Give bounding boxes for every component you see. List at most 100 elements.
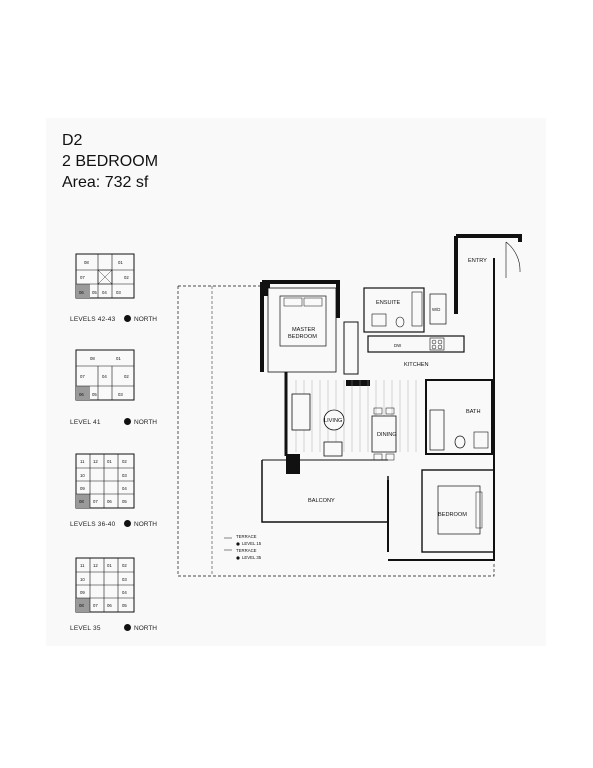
unit-num: 08: [79, 603, 84, 608]
unit-name: D2: [62, 132, 83, 149]
highlight-unit-08: [76, 598, 90, 612]
unit-num: 10: [80, 473, 85, 478]
highlight-unit-08: [76, 494, 90, 508]
terrace-marker-icon: [236, 556, 240, 560]
unit-num: 04: [102, 374, 107, 379]
balcony-outline: [261, 460, 389, 523]
unit-num: 11: [80, 459, 85, 464]
kitchen-counter: [367, 335, 465, 353]
cooktop: [429, 337, 445, 351]
east-wall: [388, 258, 495, 561]
dining-table: [371, 415, 397, 453]
unit-num: 02: [122, 563, 127, 568]
terrace-marker-icon: [236, 542, 240, 546]
bedroom: [421, 469, 495, 553]
column: [286, 454, 300, 474]
armchair: [323, 441, 343, 457]
floor-plan: MASTER BEDROOM ENSUITE W/D DW KITCHEN LI…: [177, 234, 522, 577]
unit-num: 03: [122, 473, 127, 478]
unit-num: 06: [79, 392, 84, 397]
north-indicator: NORTH: [124, 315, 157, 323]
unit-num: 01: [118, 260, 123, 265]
unit-num: 06: [107, 499, 112, 504]
unit-num: 07: [80, 374, 85, 379]
unit-num: 02: [122, 459, 127, 464]
unit-type: 2 BEDROOM: [62, 153, 159, 170]
room-label-balcony: BALCONY: [308, 498, 335, 504]
dw-label: DW: [394, 343, 402, 348]
room-label-bath: BATH: [466, 409, 481, 415]
kitchen-island: [346, 380, 370, 386]
unit-num: 04: [122, 486, 127, 491]
room-label-master: MASTER: [292, 327, 315, 333]
entry-wall: [454, 234, 522, 314]
unit-num: 02: [124, 374, 129, 379]
unit-num: 12: [93, 563, 98, 568]
key-plan-caption: LEVELS 42-43: [70, 316, 116, 323]
unit-num: 12: [93, 459, 98, 464]
room-label-bedroom-2: BEDROOM: [438, 512, 467, 518]
key-plan-diagram: 11 12 01 02 10 03 09 04 08 07 06 05: [75, 557, 135, 613]
key-plan-levels-42-43: 08 01 07 02 06 05 04 03: [60, 248, 150, 308]
master-bed: [279, 295, 327, 347]
key-plan-caption: LEVELS 36-40: [70, 521, 116, 528]
unit-num: 08: [84, 260, 89, 265]
unit-num: 05: [122, 499, 127, 504]
key-plan-levels-36-40: 11 12 01 02 10 03 09 04 08 07 06 05: [60, 448, 150, 516]
key-plan-diagram: 08 01 07 02 04 06 05 03: [75, 349, 135, 401]
unit-num: 10: [80, 577, 85, 582]
unit-num: 07: [93, 499, 98, 504]
key-plan-diagram: 11 12 01 02 10 03 09 04 08 07 06 05: [75, 453, 135, 509]
terrace-note-title: TERRACE: [236, 548, 257, 553]
north-indicator: NORTH: [124, 624, 157, 632]
ensuite: [363, 287, 425, 333]
key-plan-level-35: 11 12 01 02 10 03 09 04 08 07 06 05: [60, 552, 150, 620]
unit-num: 04: [102, 290, 107, 295]
unit-num: 03: [116, 290, 121, 295]
room-label-entry: ENTRY: [468, 258, 487, 264]
terrace-note-level: LEVEL 15: [242, 541, 262, 546]
room-label-kitchen: KITCHEN: [404, 362, 429, 368]
unit-num: 07: [93, 603, 98, 608]
unit-num: 06: [79, 290, 84, 295]
unit-num: 08: [90, 356, 95, 361]
unit-num: 05: [122, 603, 127, 608]
highlight-unit-06: [76, 386, 90, 400]
terrace-note-title: TERRACE: [236, 534, 257, 539]
key-plan-caption: LEVEL 35: [70, 625, 101, 632]
highlight-unit-06: [76, 284, 90, 298]
north-indicator: NORTH: [124, 520, 157, 528]
unit-num: 03: [118, 392, 123, 397]
room-label-bedroom: BEDROOM: [288, 334, 317, 340]
room-label-ensuite: ENSUITE: [376, 300, 401, 306]
unit-num: 09: [80, 590, 85, 595]
vanity: [473, 431, 489, 449]
bed: [437, 485, 481, 535]
north-arrow-icon: [124, 624, 131, 631]
unit-num: 05: [92, 392, 97, 397]
closet: [343, 321, 359, 375]
unit-num: 05: [92, 290, 97, 295]
bathtub: [429, 409, 445, 451]
entry-door: [505, 241, 521, 278]
coffee-table: [323, 409, 345, 431]
toilet: [454, 435, 466, 449]
terrace-note-level: LEVEL 35: [242, 555, 262, 560]
unit-num: 02: [124, 275, 129, 280]
unit-num: 08: [79, 499, 84, 504]
north-indicator: NORTH: [124, 418, 157, 426]
unit-num: 06: [107, 603, 112, 608]
unit-num: 01: [116, 356, 121, 361]
unit-num: 09: [80, 486, 85, 491]
north-arrow-icon: [124, 520, 131, 527]
unit-num: 04: [122, 590, 127, 595]
unit-area: Area: 732 sf: [62, 174, 149, 191]
key-plan-level-41: 08 01 07 02 04 06 05 03: [60, 344, 150, 410]
room-label-living: LIVING: [324, 418, 342, 424]
terrace-outline: [177, 286, 495, 577]
unit-num: 07: [80, 275, 85, 280]
bathroom: [425, 379, 493, 455]
living-floor-hatching: [295, 380, 417, 452]
washer-dryer: [429, 293, 447, 325]
north-arrow-icon: [124, 315, 131, 322]
